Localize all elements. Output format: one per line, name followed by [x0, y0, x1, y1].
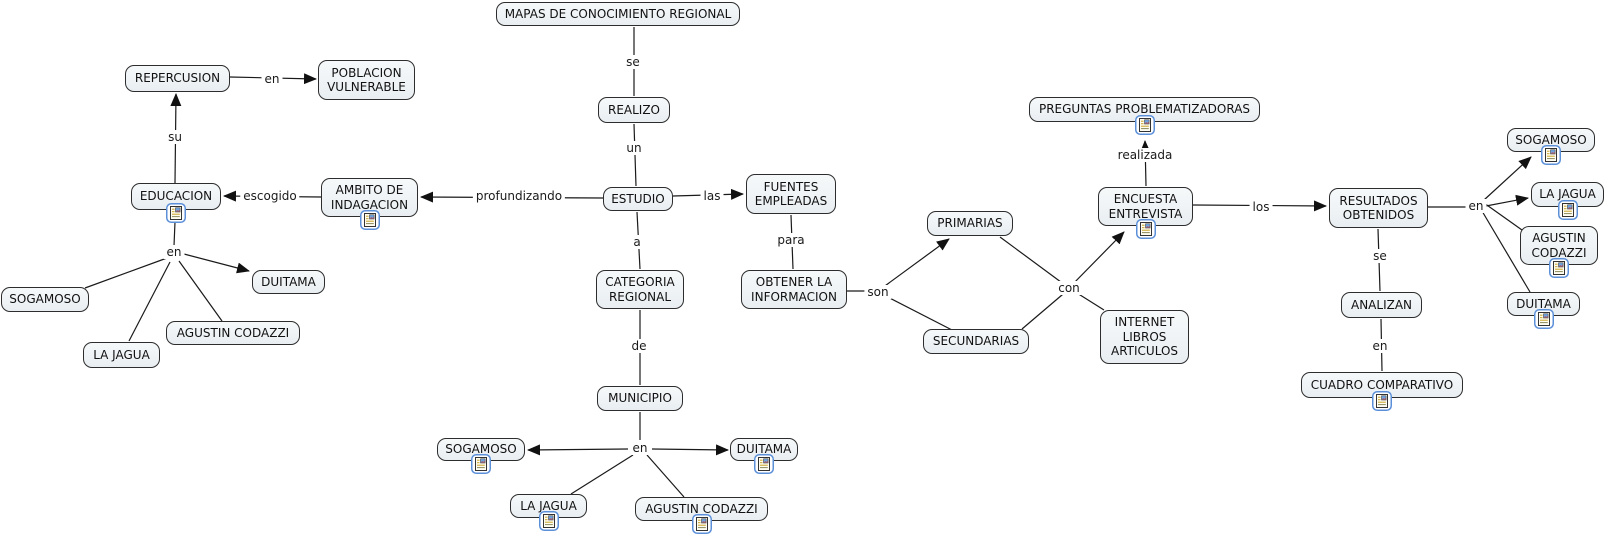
link-label-un[interactable]: un: [623, 141, 645, 155]
node-secundarias[interactable]: SECUNDARIAS: [923, 329, 1029, 354]
node-poblacion-vulnerable[interactable]: POBLACION VULNERABLE: [318, 60, 415, 100]
link-label-son[interactable]: son: [864, 285, 892, 299]
node-la-jagua-right[interactable]: LA JAGUA: [1531, 182, 1604, 220]
link-label-de[interactable]: de: [628, 339, 650, 353]
node-label: EDUCACION: [139, 189, 213, 204]
node-duitama-bottom[interactable]: DUITAMA: [730, 438, 798, 474]
link-label-las[interactable]: las: [700, 189, 724, 203]
node-sogamoso-bottom[interactable]: SOGAMOSO: [437, 438, 525, 474]
link-label-escogido[interactable]: escogido: [240, 189, 300, 203]
node-label: ANALIZAN: [1350, 297, 1413, 312]
node-label: DUITAMA: [736, 442, 792, 457]
link-label-con[interactable]: con: [1055, 281, 1083, 295]
resource-icon[interactable]: [1541, 145, 1561, 165]
node-label: MUNICIPIO: [608, 391, 672, 406]
resource-icon[interactable]: [166, 203, 186, 223]
node-label: SECUNDARIAS: [932, 334, 1020, 349]
node-internet-libros-articulos[interactable]: INTERNET LIBROS ARTICULOS: [1100, 310, 1189, 364]
node-label: SOGAMOSO: [445, 442, 517, 457]
node-label: INTERNET LIBROS ARTICULOS: [1110, 315, 1179, 359]
node-la-jagua-left[interactable]: LA JAGUA: [83, 342, 160, 368]
link-label-su[interactable]: su: [165, 130, 185, 144]
node-mapas-de-conocimiento-regional[interactable]: MAPAS DE CONOCIMIENTO REGIONAL: [496, 2, 740, 26]
node-preguntas-problematizadoras[interactable]: PREGUNTAS PROBLEMATIZADORAS: [1029, 97, 1260, 135]
node-label: AMBITO DE INDAGACION: [330, 183, 409, 212]
node-label: CUADRO COMPARATIVO: [1310, 377, 1454, 392]
node-agustin-codazzi-bottom[interactable]: AGUSTIN CODAZZI: [635, 497, 768, 534]
node-label: RESULTADOS OBTENIDOS: [1339, 193, 1418, 223]
node-label: POBLACION VULNERABLE: [327, 65, 406, 95]
node-sogamoso-right[interactable]: SOGAMOSO: [1507, 128, 1595, 165]
node-label: AGUSTIN CODAZZI: [176, 325, 290, 340]
node-estudio[interactable]: ESTUDIO: [603, 187, 673, 211]
resource-icon[interactable]: [1533, 309, 1554, 329]
resource-icon[interactable]: [1549, 258, 1569, 278]
node-label: AGUSTIN CODAZZI: [645, 501, 758, 516]
link-label-profundizando[interactable]: profundizando: [472, 189, 566, 203]
link-label-en-analizan[interactable]: en: [1369, 339, 1391, 353]
resource-icon[interactable]: [1134, 115, 1155, 135]
node-categoria-regional[interactable]: CATEGORIA REGIONAL: [596, 270, 684, 309]
node-label: SOGAMOSO: [1515, 132, 1587, 147]
link-label-en-resultados[interactable]: en: [1465, 199, 1487, 213]
node-label: LA JAGUA: [93, 347, 150, 362]
node-label: CATEGORIA REGIONAL: [605, 275, 675, 304]
node-agustin-codazzi-left[interactable]: AGUSTIN CODAZZI: [166, 321, 300, 345]
link-label-realizada[interactable]: realizada: [1114, 148, 1176, 162]
node-primarias[interactable]: PRIMARIAS: [927, 211, 1013, 236]
node-label: REALIZO: [607, 102, 661, 117]
link-label-se[interactable]: se: [623, 55, 643, 69]
node-fuentes-empleadas[interactable]: FUENTES EMPLEADAS: [746, 174, 836, 214]
node-label: SOGAMOSO: [9, 292, 81, 307]
node-la-jagua-bottom[interactable]: LA JAGUA: [510, 494, 587, 531]
node-label: LA JAGUA: [1539, 187, 1596, 202]
link-label-para[interactable]: para: [774, 233, 808, 247]
node-label: FUENTES EMPLEADAS: [754, 179, 828, 209]
node-municipio[interactable]: MUNICIPIO: [597, 386, 683, 411]
node-sogamoso-left[interactable]: SOGAMOSO: [1, 287, 89, 312]
node-label: DUITAMA: [261, 274, 316, 289]
resource-icon[interactable]: [754, 454, 774, 474]
node-label: LA JAGUA: [520, 498, 577, 513]
resource-icon[interactable]: [538, 511, 559, 531]
resource-icon[interactable]: [471, 454, 491, 474]
node-ambito-de-indagacion[interactable]: AMBITO DE INDAGACION: [321, 178, 418, 230]
node-label: REPERCUSION: [134, 71, 221, 86]
link-label-en-municipio[interactable]: en: [629, 441, 651, 455]
node-encuesta-entrevista[interactable]: ENCUESTA ENTREVISTA: [1098, 187, 1193, 239]
link-label-en-repercusion[interactable]: en: [261, 72, 283, 86]
node-label: MAPAS DE CONOCIMIENTO REGIONAL: [504, 6, 732, 21]
link-label-se-resultados[interactable]: se: [1370, 249, 1390, 263]
node-educacion[interactable]: EDUCACION: [131, 183, 221, 223]
node-label: DUITAMA: [1516, 296, 1571, 311]
node-label: PREGUNTAS PROBLEMATIZADORAS: [1038, 102, 1251, 117]
resource-icon[interactable]: [1135, 219, 1156, 239]
node-label: PRIMARIAS: [937, 216, 1003, 231]
node-label: ESTUDIO: [611, 191, 665, 206]
node-obtener-la-informacion[interactable]: OBTENER LA INFORMACION: [741, 270, 847, 309]
node-duitama-right[interactable]: DUITAMA: [1507, 292, 1580, 329]
resource-icon[interactable]: [359, 210, 380, 230]
node-agustin-codazzi-right[interactable]: AGUSTIN CODAZZI: [1520, 226, 1598, 278]
node-repercusion[interactable]: REPERCUSION: [125, 65, 230, 92]
node-duitama-left[interactable]: DUITAMA: [252, 270, 325, 294]
node-label: AGUSTIN CODAZZI: [1531, 231, 1587, 260]
resource-icon[interactable]: [1557, 200, 1578, 220]
node-analizan[interactable]: ANALIZAN: [1341, 292, 1422, 318]
node-realizo[interactable]: REALIZO: [598, 97, 670, 123]
link-label-en-educacion[interactable]: en: [163, 245, 185, 259]
resource-icon[interactable]: [1372, 391, 1392, 411]
link-label-a[interactable]: a: [630, 235, 644, 249]
link-label-los[interactable]: los: [1249, 200, 1273, 214]
resource-icon[interactable]: [691, 514, 712, 534]
node-label: OBTENER LA INFORMACION: [751, 275, 837, 304]
node-resultados-obtenidos[interactable]: RESULTADOS OBTENIDOS: [1329, 188, 1428, 228]
node-cuadro-comparativo[interactable]: CUADRO COMPARATIVO: [1301, 372, 1463, 411]
node-label: ENCUESTA ENTREVISTA: [1108, 192, 1183, 221]
